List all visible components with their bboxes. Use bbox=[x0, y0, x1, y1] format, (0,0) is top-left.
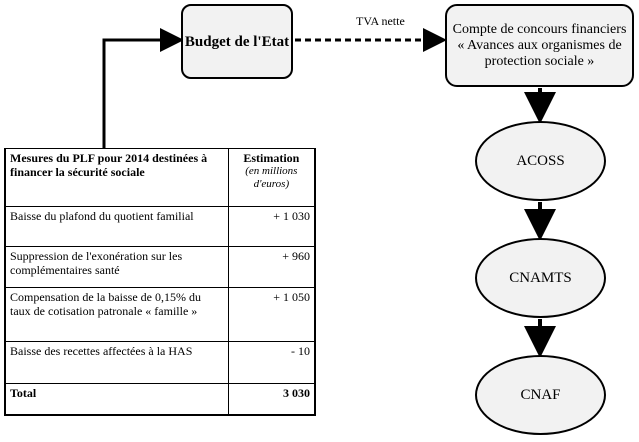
table-row: Compensation de la baisse de 0,15% du ta… bbox=[3, 287, 316, 342]
compte-label: Compte de concours financiers « Avances … bbox=[452, 21, 627, 69]
cnaf-node: CNAF bbox=[475, 355, 606, 435]
budget-label: Budget de l'Etat bbox=[184, 33, 290, 50]
header-estimation-label: Estimation bbox=[243, 151, 300, 165]
cnamts-node: CNAMTS bbox=[475, 238, 606, 318]
row-value: + 1 050 bbox=[227, 287, 316, 342]
acoss-node: ACOSS bbox=[475, 121, 606, 201]
row-label: Baisse des recettes affectées à la HAS bbox=[3, 341, 229, 384]
cnaf-label: CNAF bbox=[520, 386, 561, 403]
cnamts-label: CNAMTS bbox=[509, 269, 572, 286]
header-measure: Mesures du PLF pour 2014 destinées à fin… bbox=[3, 148, 229, 207]
row-label: Baisse du plafond du quotient familial bbox=[3, 206, 229, 247]
table-row: Baisse du plafond du quotient familial +… bbox=[3, 206, 316, 247]
total-label: Total bbox=[3, 383, 229, 416]
table-row: Suppression de l'exonération sur les com… bbox=[3, 246, 316, 288]
row-label: Suppression de l'exonération sur les com… bbox=[3, 246, 229, 288]
arrow-table-to-budget bbox=[102, 28, 184, 148]
row-label: Compensation de la baisse de 0,15% du ta… bbox=[3, 287, 229, 342]
table-header-row: Mesures du PLF pour 2014 destinées à fin… bbox=[3, 148, 316, 207]
acoss-label: ACOSS bbox=[516, 152, 565, 169]
header-unit: (en millions d'euros) bbox=[245, 165, 298, 190]
compte-node: Compte de concours financiers « Avances … bbox=[445, 4, 634, 87]
measures-table: Mesures du PLF pour 2014 destinées à fin… bbox=[3, 148, 316, 416]
table-total-row: Total 3 030 bbox=[3, 383, 316, 416]
budget-node: Budget de l'Etat bbox=[181, 4, 293, 79]
total-value: 3 030 bbox=[227, 383, 316, 416]
row-value: + 1 030 bbox=[227, 206, 316, 247]
tva-label: TVA nette bbox=[356, 14, 405, 28]
row-value: - 10 bbox=[227, 341, 316, 384]
header-estimation: Estimation (en millions d'euros) bbox=[227, 148, 316, 207]
row-value: + 960 bbox=[227, 246, 316, 288]
table-row: Baisse des recettes affectées à la HAS -… bbox=[3, 341, 316, 384]
